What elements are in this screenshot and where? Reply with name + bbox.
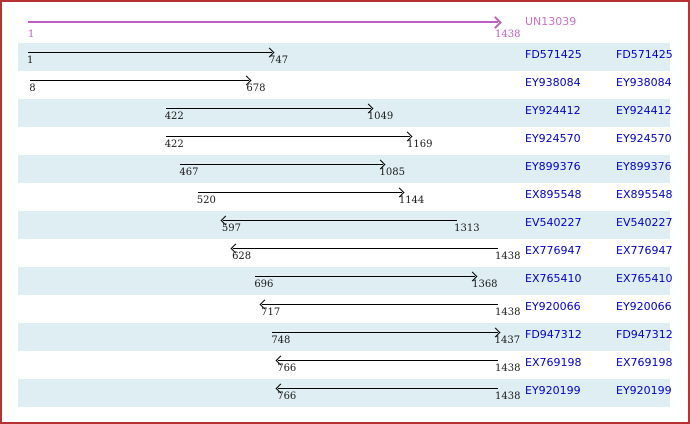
row-stripe [18, 43, 670, 71]
alignment-row: 748 1437 FD947312 FD947312 [2, 323, 688, 351]
sequence-arrow [272, 327, 501, 338]
start-coordinate: 748 [271, 335, 291, 346]
start-coordinate: 422 [164, 111, 184, 122]
accession-link[interactable]: EY899376 [525, 160, 581, 173]
accession-link[interactable]: EY938084 [525, 76, 581, 89]
end-coordinate: 747 [268, 55, 289, 66]
end-coordinate: 1085 [379, 167, 405, 178]
row-stripe [18, 211, 670, 239]
start-coordinate: 520 [196, 195, 216, 206]
start-coordinate: 717 [261, 307, 281, 318]
cluster-end-coordinate: 1438 [495, 29, 521, 40]
end-coordinate: 1049 [367, 111, 394, 122]
end-coordinate: 1144 [398, 195, 425, 206]
alignment-row: 422 1049 EY924412 EY924412 [2, 99, 688, 127]
sequence-arrow [180, 159, 385, 170]
alignment-row: 8 678 EY938084 EY938084 [2, 71, 688, 99]
accession-link-secondary[interactable]: EX769198 [616, 356, 673, 369]
alignment-row: 628 1438 EX776947 EX776947 [2, 239, 688, 267]
end-coordinate: 1368 [472, 279, 498, 290]
start-coordinate: 696 [254, 279, 274, 290]
end-coordinate: 1313 [454, 223, 480, 234]
sequence-arrow [275, 383, 498, 394]
end-coordinate: 1437 [494, 335, 521, 346]
cluster-row: 1 1438 UN13039 [2, 2, 688, 43]
cluster-start-coordinate: 1 [28, 29, 35, 40]
sequence-arrow [275, 355, 498, 366]
end-coordinate: 678 [246, 83, 266, 94]
sequence-arrow [28, 47, 275, 58]
accession-link[interactable]: FD571425 [525, 48, 582, 61]
accession-link[interactable]: EX765410 [525, 272, 582, 285]
sequence-arrow [230, 243, 498, 254]
accession-link[interactable]: EY924412 [525, 104, 581, 117]
accession-link[interactable]: FD947312 [525, 328, 582, 341]
alignment-row: 467 1085 EY899376 EY899376 [2, 155, 688, 183]
alignment-row: 1 747 FD571425 FD571425 [2, 43, 688, 71]
end-coordinate: 1169 [407, 139, 433, 150]
alignment-row: 422 1169 EY924570 EY924570 [2, 127, 688, 155]
row-stripe [18, 267, 670, 295]
end-coordinate: 1438 [495, 307, 521, 318]
row-stripe [18, 379, 670, 407]
accession-link[interactable]: EV540227 [525, 216, 582, 229]
alignment-row: 520 1144 EX895548 EX895548 [2, 183, 688, 211]
accession-link-secondary[interactable]: EX776947 [616, 244, 673, 257]
accession-link[interactable]: EX769198 [525, 356, 582, 369]
start-coordinate: 628 [232, 251, 252, 262]
accession-link-secondary[interactable]: EV540227 [616, 216, 673, 229]
start-coordinate: 597 [221, 223, 242, 234]
cluster-arrow [28, 16, 502, 29]
start-coordinate: 467 [179, 167, 199, 178]
accession-link-secondary[interactable]: EY938084 [616, 76, 672, 89]
accession-link-secondary[interactable]: EY924570 [616, 132, 672, 145]
alignment-row: 766 1438 EX769198 EX769198 [2, 351, 688, 379]
sequence-arrow [165, 131, 413, 142]
accession-link-secondary[interactable]: EY920199 [616, 384, 672, 397]
end-coordinate: 1438 [495, 251, 521, 262]
accession-link[interactable]: EX895548 [525, 188, 582, 201]
accession-link-secondary[interactable]: FD571425 [616, 48, 673, 61]
alignment-row: 766 1438 EY920199 EY920199 [2, 379, 688, 407]
start-coordinate: 1 [27, 55, 34, 66]
accession-link-secondary[interactable]: EX765410 [616, 272, 673, 285]
start-coordinate: 8 [29, 83, 36, 94]
cluster-label-link[interactable]: UN13039 [525, 15, 577, 28]
accession-link[interactable]: EX776947 [525, 244, 582, 257]
end-coordinate: 1438 [495, 391, 521, 402]
end-coordinate: 1438 [495, 363, 521, 374]
accession-link-secondary[interactable]: EY899376 [616, 160, 672, 173]
alignment-row: 696 1368 EX765410 EX765410 [2, 267, 688, 295]
sequence-arrow [259, 299, 498, 310]
start-coordinate: 766 [277, 391, 297, 402]
row-stripe [18, 155, 670, 183]
start-coordinate: 422 [164, 139, 184, 150]
alignment-row: 597 1313 EV540227 EV540227 [2, 211, 688, 239]
accession-link[interactable]: EY920199 [525, 384, 581, 397]
accession-link-secondary[interactable]: FD947312 [616, 328, 673, 341]
accession-link[interactable]: EY924570 [525, 132, 581, 145]
sequence-arrow [30, 75, 252, 86]
sequence-arrow [165, 103, 374, 114]
row-stripe [18, 99, 670, 127]
cluster-arrowhead-icon [489, 16, 502, 29]
sequence-arrow [255, 271, 478, 282]
accession-link[interactable]: EY920066 [525, 300, 581, 313]
sequence-arrow [197, 187, 405, 198]
accession-link-secondary[interactable]: EY924412 [616, 104, 672, 117]
sequence-arrow [220, 215, 458, 226]
alignment-row: 717 1438 EY920066 EY920066 [2, 295, 688, 323]
start-coordinate: 766 [277, 363, 297, 374]
row-stripe [18, 323, 670, 351]
accession-link-secondary[interactable]: EY920066 [616, 300, 672, 313]
accession-link-secondary[interactable]: EX895548 [616, 188, 673, 201]
